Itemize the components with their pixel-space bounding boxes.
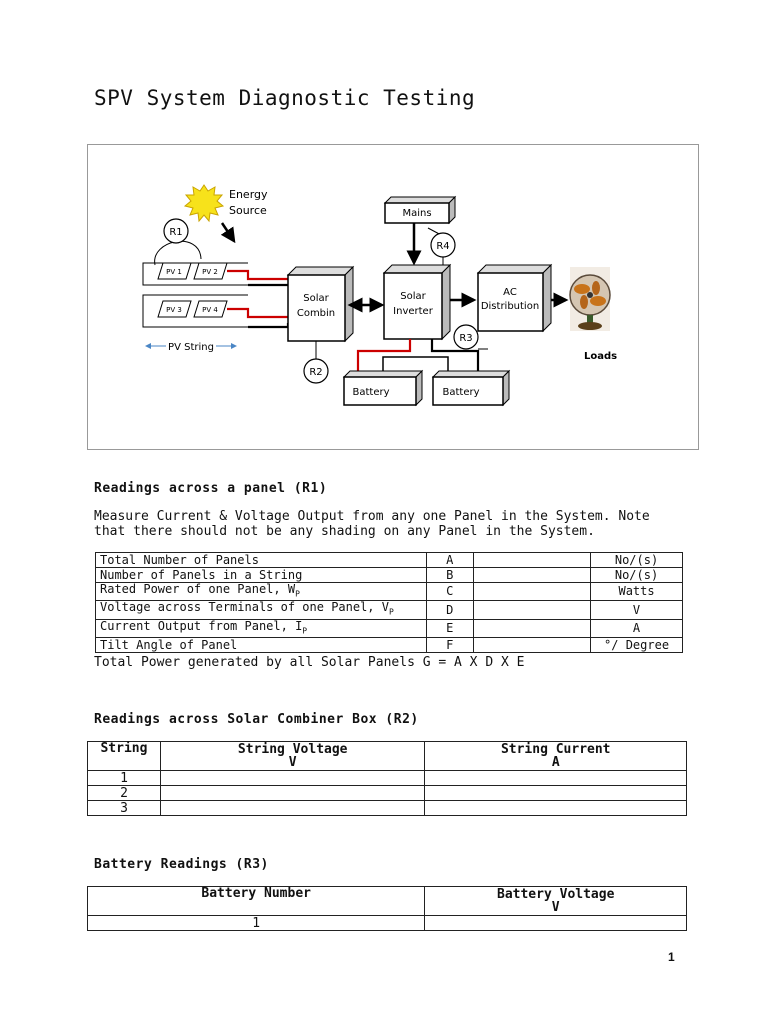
svg-text:Mains: Mains [402, 208, 431, 219]
mains-box: Mains [385, 197, 455, 223]
reading-code: D [426, 601, 473, 619]
pv-panel-3: PV 3 [158, 301, 191, 317]
svg-text:PV 4: PV 4 [202, 306, 218, 314]
instruction-line-2: that there should not be any shading on … [94, 524, 694, 539]
pv-panel-4: PV 4 [194, 301, 227, 317]
reading-unit: No/(s) [591, 553, 683, 568]
svg-text:Inverter: Inverter [393, 306, 434, 317]
r4-label: R4 [436, 241, 449, 252]
page-title: SPV System Diagnostic Testing [94, 86, 475, 110]
battery-1: Battery [344, 371, 422, 405]
table-row: 1 [88, 771, 687, 786]
string-current-cell[interactable] [425, 771, 687, 786]
string-number: 3 [88, 801, 161, 816]
reading-code: A [426, 553, 473, 568]
col-string: String [88, 742, 161, 771]
reading-unit: A [591, 619, 683, 637]
reading-unit: V [591, 601, 683, 619]
string-voltage-cell[interactable] [160, 771, 425, 786]
svg-text:Combin: Combin [297, 308, 335, 319]
table-row: 3 [88, 801, 687, 816]
table-row: 1 [88, 916, 687, 931]
reading-value[interactable] [473, 601, 590, 619]
page-number: 1 [668, 950, 675, 964]
solar-combiner-box: Solar Combin [288, 267, 353, 341]
panel-instructions: Measure Current & Voltage Output from an… [94, 509, 694, 539]
svg-text:Battery: Battery [352, 387, 389, 398]
reading-label: Number of Panels in a String [96, 568, 427, 583]
section-heading-battery: Battery Readings (R3) [94, 857, 269, 872]
svg-text:PV 3: PV 3 [166, 306, 182, 314]
reading-value[interactable] [473, 619, 590, 637]
reading-code: B [426, 568, 473, 583]
energy-arrow [222, 223, 234, 241]
table-row: 2 [88, 786, 687, 801]
reading-value[interactable] [473, 583, 590, 601]
reading-value[interactable] [473, 638, 590, 653]
r2-label: R2 [309, 367, 322, 378]
col-battery-number: Battery Number [88, 887, 425, 916]
table-row: Voltage across Terminals of one Panel, V… [96, 601, 683, 619]
svg-text:AC: AC [503, 287, 517, 298]
reading-code: C [426, 583, 473, 601]
r3-label: R3 [459, 333, 472, 344]
pv-panel-1: PV 1 [158, 263, 191, 279]
r1-label: R1 [169, 227, 182, 238]
string-current-cell[interactable] [425, 801, 687, 816]
reading-label: Rated Power of one Panel, WP [96, 583, 427, 601]
system-diagram-svg: Energy Source R1 PV 1 PV 2 PV 3 PV 4 [88, 145, 700, 451]
reading-unit: Watts [591, 583, 683, 601]
section-heading-combiner: Readings across Solar Combiner Box (R2) [94, 712, 419, 727]
reading-code: E [426, 619, 473, 637]
reading-value[interactable] [473, 553, 590, 568]
energy-source-label-1: Energy [229, 188, 268, 201]
sun-icon [185, 185, 223, 221]
pv-string-label: PV String [168, 342, 214, 353]
reading-label: Current Output from Panel, IP [96, 619, 427, 637]
string-voltage-cell[interactable] [160, 801, 425, 816]
svg-text:Solar: Solar [400, 291, 426, 302]
string-number: 2 [88, 786, 161, 801]
string-number: 1 [88, 771, 161, 786]
reading-label: Voltage across Terminals of one Panel, V… [96, 601, 427, 619]
reading-unit: °/ Degree [591, 638, 683, 653]
solar-inverter-box: Solar Inverter [384, 265, 450, 339]
section-heading-panel: Readings across a panel (R1) [94, 481, 327, 496]
reading-label: Tilt Angle of Panel [96, 638, 427, 653]
total-power-formula: Total Power generated by all Solar Panel… [94, 655, 524, 670]
reading-value[interactable] [473, 568, 590, 583]
svg-text:PV 2: PV 2 [202, 268, 218, 276]
svg-text:PV 1: PV 1 [166, 268, 182, 276]
svg-text:Battery: Battery [442, 387, 479, 398]
fan-icon [570, 267, 610, 331]
string-current-cell[interactable] [425, 786, 687, 801]
system-diagram: Energy Source R1 PV 1 PV 2 PV 3 PV 4 [87, 144, 699, 450]
pv-panel-2: PV 2 [194, 263, 227, 279]
svg-text:Solar: Solar [303, 293, 329, 304]
string-voltage-cell[interactable] [160, 786, 425, 801]
loads-label: Loads [584, 351, 617, 362]
battery-voltage-cell[interactable] [425, 916, 687, 931]
battery-number: 1 [88, 916, 425, 931]
reading-unit: No/(s) [591, 568, 683, 583]
svg-text:Distribution: Distribution [481, 301, 539, 312]
ac-distribution-box: AC Distribution [478, 265, 551, 331]
energy-source-label-2: Source [229, 204, 267, 217]
reading-label: Total Number of Panels [96, 553, 427, 568]
instruction-line-1: Measure Current & Voltage Output from an… [94, 509, 694, 524]
battery-2: Battery [433, 371, 509, 405]
r1-wire [155, 241, 201, 265]
reading-code: F [426, 638, 473, 653]
